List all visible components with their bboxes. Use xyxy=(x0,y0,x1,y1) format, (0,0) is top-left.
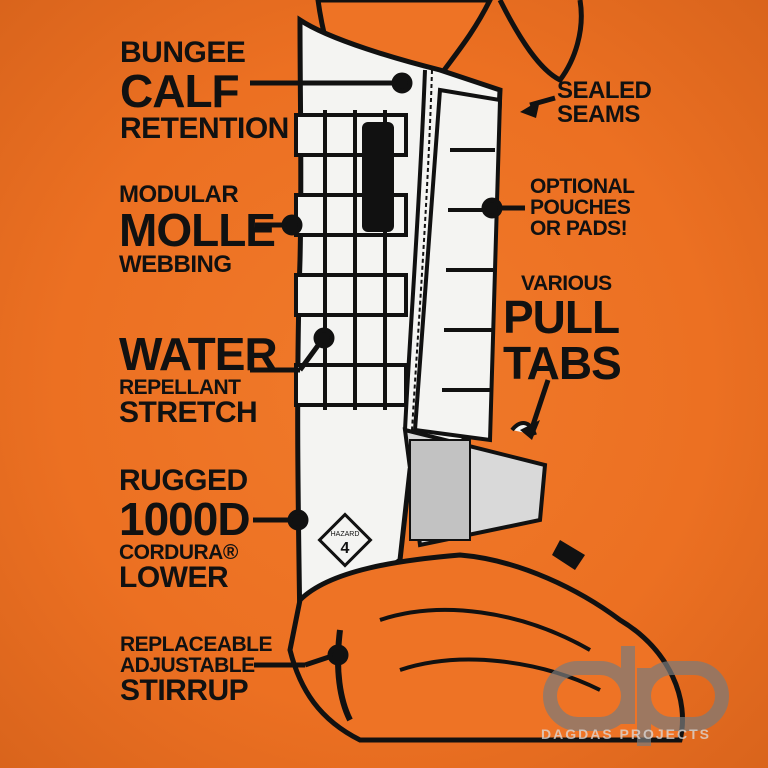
label-line: STRETCH xyxy=(119,396,258,429)
hazard-patch xyxy=(317,512,373,568)
label-line: REPLACEABLE xyxy=(120,633,273,656)
stirrup-strap xyxy=(335,629,353,722)
label-rugged-cordura-lower: RUGGED 1000D CORDURA® LOWER xyxy=(119,464,251,594)
label-line: LOWER xyxy=(119,561,229,594)
leader-lines xyxy=(250,72,556,668)
label-line: SEALED xyxy=(557,77,652,104)
label-line: POUCHES xyxy=(530,196,631,219)
label-modular-molle-webbing: MODULAR MOLLE WEBBING xyxy=(119,181,276,278)
label-line: TABS xyxy=(503,337,622,389)
watermark-text: DAGDAS PROJECTS xyxy=(541,726,712,742)
patch-number: 4 xyxy=(341,540,350,557)
label-line: OPTIONAL xyxy=(530,175,635,198)
label-replaceable-stirrup: REPLACEABLE ADJUSTABLE STIRRUP xyxy=(120,633,273,707)
inner-panel xyxy=(412,87,503,443)
label-water-repellant-stretch: WATER REPELLANT STRETCH xyxy=(119,328,278,429)
label-line: RUGGED xyxy=(119,464,248,497)
label-line: MODULAR xyxy=(119,181,239,208)
label-line: PULL xyxy=(503,291,620,343)
label-line: WATER xyxy=(119,328,278,380)
label-line: 1000D xyxy=(119,493,251,545)
label-line: CALF xyxy=(120,65,240,117)
label-line: RETENTION xyxy=(120,112,289,145)
dp-logo-watermark xyxy=(543,646,729,746)
patch-brand: HAZARD xyxy=(331,531,360,538)
label-line: SEAMS xyxy=(557,101,640,128)
label-sealed-seams: SEALED SEAMS xyxy=(557,77,652,128)
label-line: STIRRUP xyxy=(120,674,249,707)
label-line: OR PADS! xyxy=(530,217,628,240)
label-bungee-calf-retention: BUNGEE CALF RETENTION xyxy=(120,38,289,144)
label-line: BUNGEE xyxy=(120,36,246,69)
label-line: ADJUSTABLE xyxy=(120,654,255,677)
boot xyxy=(287,552,685,743)
label-line: REPELLANT xyxy=(119,376,241,399)
label-line: CORDURA® xyxy=(119,541,238,564)
label-various-pull-tabs: VARIOUS PULL TABS xyxy=(503,272,622,389)
label-optional-pouches: OPTIONAL POUCHES OR PADS! xyxy=(530,176,635,239)
label-line: MOLLE xyxy=(119,204,276,256)
label-line: WEBBING xyxy=(119,251,232,278)
label-line: VARIOUS xyxy=(521,272,612,295)
